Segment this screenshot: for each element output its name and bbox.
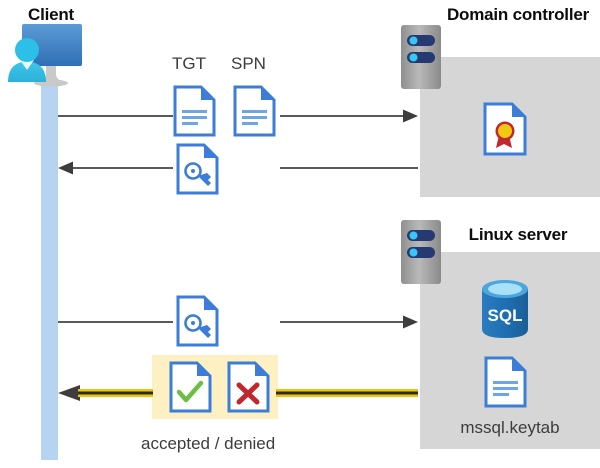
text-document-icon bbox=[233, 85, 276, 137]
key-document-icon bbox=[176, 143, 219, 195]
flow-dc-to-client-arrow bbox=[58, 160, 418, 176]
accepted-denied-label: accepted / denied bbox=[141, 434, 276, 453]
svg-text:SQL: SQL bbox=[488, 306, 523, 325]
domain-controller-title: Domain controller bbox=[446, 5, 590, 24]
client-lifeline bbox=[41, 80, 58, 460]
spn-label: SPN bbox=[231, 54, 266, 73]
text-document-icon bbox=[484, 356, 527, 408]
keytab-label: mssql.keytab bbox=[460, 418, 560, 437]
server-rack-icon bbox=[399, 23, 443, 91]
text-document-icon bbox=[173, 85, 216, 137]
flow-client-to-linux-arrow bbox=[58, 314, 418, 330]
flow-client-to-dc-arrow bbox=[58, 108, 418, 124]
key-document-icon bbox=[176, 295, 219, 347]
linux-server-title: Linux server bbox=[468, 225, 568, 244]
server-rack-icon bbox=[399, 218, 443, 286]
user-monitor-icon bbox=[2, 22, 102, 92]
certificate-document-icon bbox=[483, 102, 527, 156]
sql-database-icon: SQL bbox=[478, 278, 532, 340]
check-document-icon bbox=[169, 361, 212, 413]
client-title: Client bbox=[28, 5, 75, 24]
cross-document-icon bbox=[227, 361, 270, 413]
flow-linux-to-client-arrow bbox=[58, 383, 418, 403]
tgt-label: TGT bbox=[172, 54, 206, 73]
